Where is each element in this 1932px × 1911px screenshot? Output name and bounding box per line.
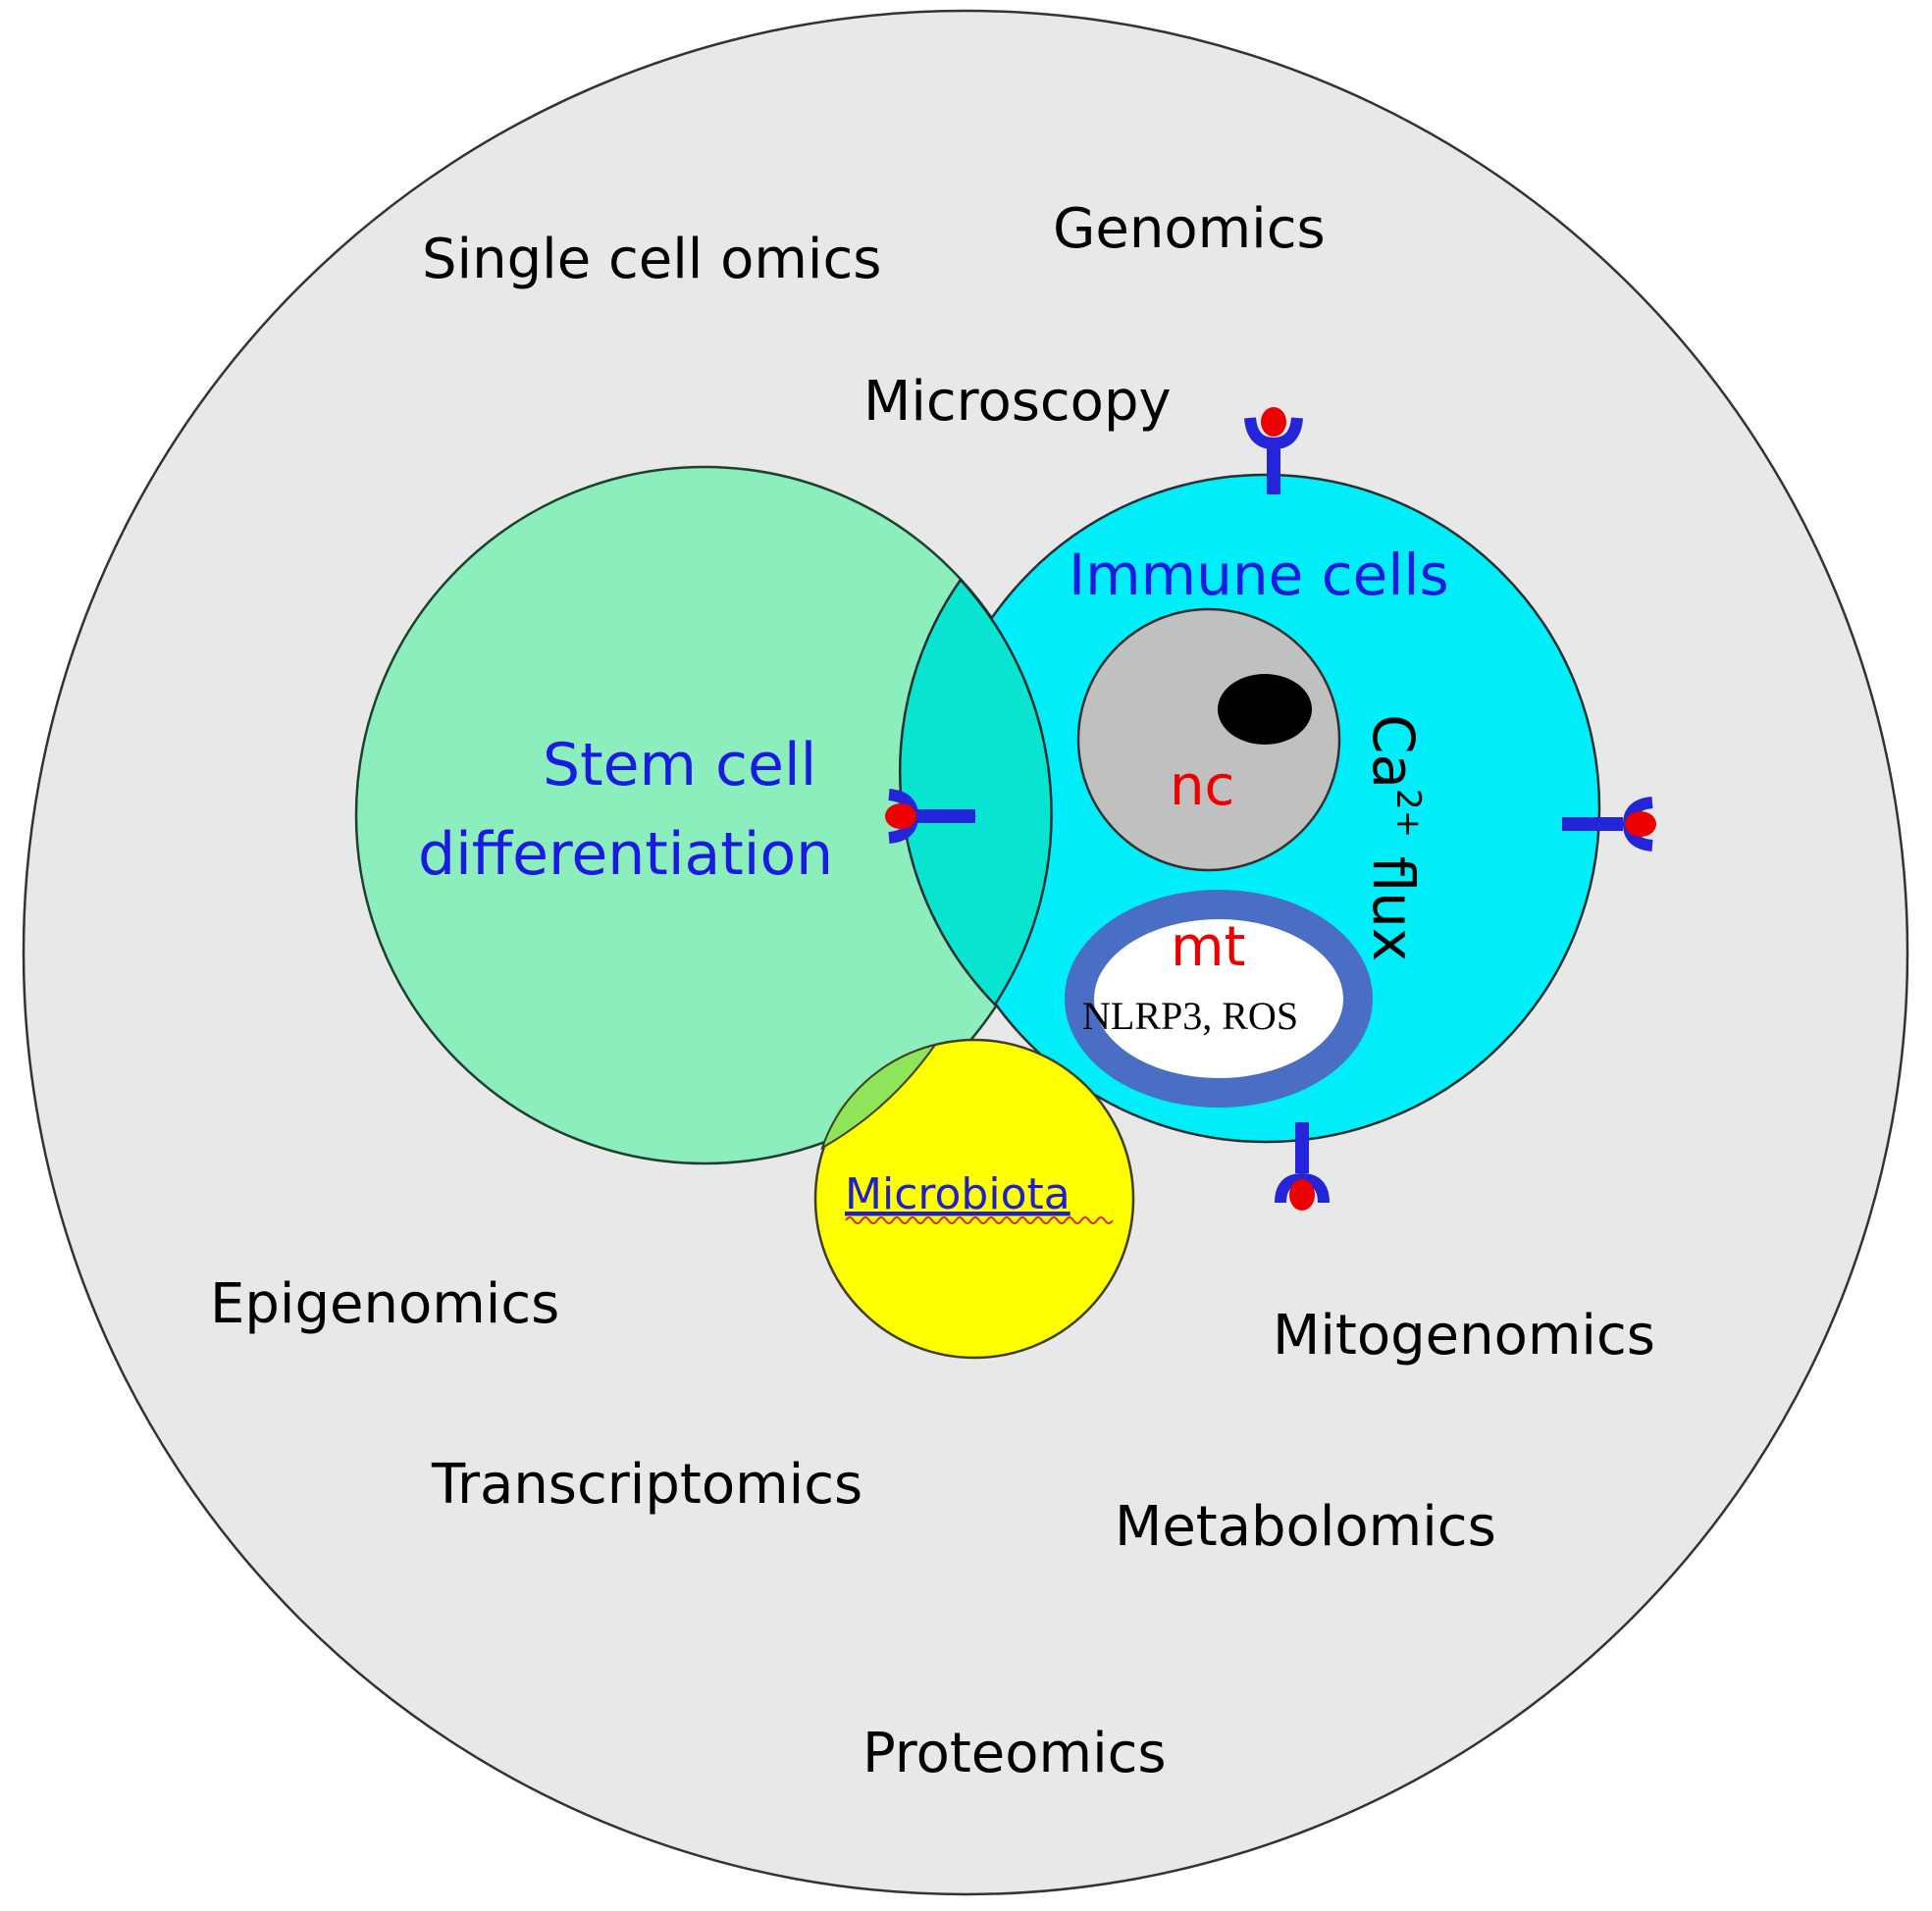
receptor-icon <box>885 789 975 844</box>
microbiota-circle <box>813 1038 1135 1360</box>
nucleolus <box>1218 674 1312 745</box>
label-genomics: Genomics <box>1053 197 1326 261</box>
calcium-flux-word: flux <box>1360 838 1427 961</box>
label-mitochondria: mt <box>1171 915 1246 979</box>
label-calcium-flux: Ca2+ flux <box>1360 714 1428 961</box>
ligand-icon <box>1289 1179 1315 1211</box>
label-mito-markers: NLRP3, ROS <box>1082 994 1298 1038</box>
ligand-icon <box>885 803 916 829</box>
label-stem-cell-line2: differentiation <box>418 820 833 889</box>
spellcheck-squiggle <box>845 1216 1114 1224</box>
receptor-icon <box>1244 407 1303 494</box>
calcium-ca: Ca <box>1360 714 1427 789</box>
microbiota-stem-overlap-fill <box>820 1043 938 1151</box>
label-epigenomics: Epigenomics <box>210 1272 559 1336</box>
label-microbiota: Microbiota <box>845 1169 1070 1219</box>
label-transcriptomics: Transcriptomics <box>431 1453 862 1517</box>
label-metabolomics: Metabolomics <box>1115 1495 1496 1559</box>
calcium-superscript: 2+ <box>1388 789 1428 838</box>
label-proteomics: Proteomics <box>862 1722 1167 1785</box>
mitochondria-outer <box>1065 890 1373 1108</box>
ligand-icon <box>1261 407 1286 437</box>
nucleus-circle <box>1076 607 1341 872</box>
label-mitogenomics: Mitogenomics <box>1273 1304 1655 1368</box>
label-microscopy: Microscopy <box>863 370 1172 434</box>
label-immune-cells: Immune cells <box>1069 542 1449 608</box>
receptor-icon <box>1562 797 1656 852</box>
label-single-cell-omics: Single cell omics <box>422 228 881 291</box>
label-nucleus: nc <box>1170 754 1234 818</box>
label-stem-cell-line1: Stem cell <box>543 731 816 800</box>
stem-immune-overlap <box>899 578 1053 1007</box>
receptor-icon <box>1275 1122 1330 1211</box>
ligand-icon <box>1625 811 1656 837</box>
